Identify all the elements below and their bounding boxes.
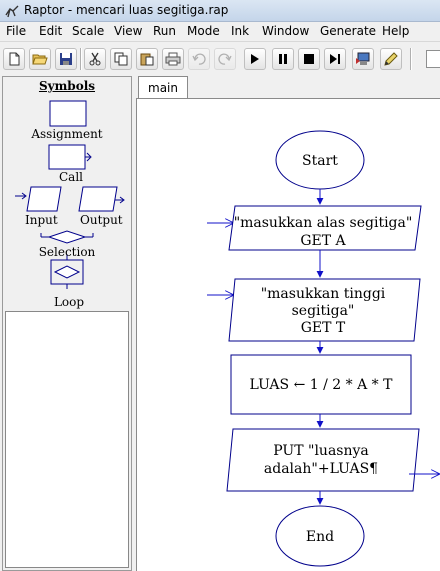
menu-window[interactable]: Window — [262, 24, 310, 38]
output-label: Output — [80, 213, 123, 227]
step-button[interactable] — [324, 48, 346, 70]
new-file-icon — [9, 52, 20, 66]
watch-button[interactable] — [352, 48, 374, 70]
save-disk-icon — [60, 53, 72, 65]
symbols-title: Symbols — [38, 79, 96, 93]
output-line1: PUT "luasnya — [273, 443, 369, 459]
redo-button[interactable] — [214, 48, 236, 70]
menu-ink[interactable]: Ink — [231, 24, 250, 38]
output-line2: adalah"+LUAS¶ — [264, 461, 378, 477]
input-masukkan-alas[interactable] — [228, 205, 422, 251]
assignment-text: LUAS ← 1 / 2 * A * T — [250, 377, 394, 393]
end-terminal[interactable] — [275, 505, 365, 567]
flowchart-canvas[interactable]: Start "masukkan alas segitiga" GET A "ma… — [136, 98, 440, 571]
menu-bar: File Edit Scale View Run Mode Ink Window… — [0, 22, 440, 42]
menu-view[interactable]: View — [114, 24, 143, 38]
paste-clipboard-icon — [140, 53, 154, 66]
output-put-luas[interactable] — [226, 428, 420, 492]
tab-main[interactable]: main — [138, 76, 188, 98]
input-masukkan-tinggi[interactable] — [228, 278, 421, 342]
title-bar: Raptor - mencari luas segitiga.rap — [0, 0, 440, 22]
selection-label: Selection — [38, 245, 96, 259]
raptor-app-icon — [5, 5, 19, 18]
input2-prompt-line1: "masukkan tinggi — [261, 286, 386, 302]
copy-button[interactable] — [110, 48, 132, 70]
toolbar-separator — [80, 48, 82, 70]
menu-help[interactable]: Help — [382, 24, 410, 38]
window-title: Raptor - mencari luas segitiga.rap — [24, 3, 229, 17]
open-folder-icon — [32, 54, 48, 65]
assignment-label: Assignment — [31, 127, 103, 141]
selection-symbol[interactable] — [40, 230, 94, 244]
variables-pane — [5, 311, 129, 568]
flowchart: Start "masukkan alas segitiga" GET A "ma… — [207, 130, 440, 567]
undo-icon — [192, 53, 206, 65]
new-button[interactable] — [3, 48, 25, 70]
stop-icon — [304, 54, 314, 64]
play-icon — [251, 54, 259, 64]
print-button[interactable] — [162, 48, 184, 70]
menu-file[interactable]: File — [6, 24, 27, 38]
undo-button[interactable] — [188, 48, 210, 70]
input-symbol[interactable] — [15, 186, 62, 212]
zoom-select[interactable] — [426, 50, 440, 68]
loop-label: Loop — [53, 295, 85, 309]
input1-get: GET A — [300, 233, 346, 249]
input2-get: GET T — [301, 320, 346, 336]
input2-prompt-line2: segitiga" — [292, 303, 355, 319]
copy-icon — [114, 52, 128, 66]
end-label: End — [306, 529, 334, 545]
pause-icon — [279, 54, 287, 64]
output-symbol[interactable] — [78, 186, 125, 212]
cut-button[interactable] — [84, 48, 106, 70]
menu-generate[interactable]: Generate — [320, 24, 377, 38]
redo-icon — [218, 53, 232, 65]
save-button[interactable] — [55, 48, 77, 70]
menu-edit[interactable]: Edit — [39, 24, 63, 38]
pen-button[interactable] — [380, 48, 402, 70]
call-symbol[interactable] — [48, 144, 92, 170]
open-button[interactable] — [29, 48, 51, 70]
toolbar-separator — [410, 48, 412, 70]
stop-button[interactable] — [298, 48, 320, 70]
assignment-symbol[interactable] — [49, 100, 87, 127]
toolbar — [0, 42, 440, 76]
computer-icon — [356, 52, 370, 65]
tab-strip: main — [136, 76, 440, 98]
assignment-luas[interactable] — [230, 354, 412, 415]
loop-symbol[interactable] — [50, 254, 84, 289]
input-label: Input — [25, 213, 58, 227]
pen-icon — [384, 52, 398, 66]
execute-button[interactable] — [244, 48, 266, 70]
menu-scale[interactable]: Scale — [72, 24, 105, 38]
symbols-panel: Symbols Assignment Call In — [2, 76, 132, 571]
printer-icon — [165, 52, 181, 66]
pause-button[interactable] — [272, 48, 294, 70]
symbols-shapes — [15, 100, 125, 289]
paste-button[interactable] — [136, 48, 158, 70]
call-label: Call — [58, 170, 83, 184]
scissors-icon — [89, 52, 101, 66]
menu-run[interactable]: Run — [153, 24, 177, 38]
input1-prompt: "masukkan alas segitiga" — [234, 215, 413, 231]
start-label: Start — [302, 153, 338, 169]
menu-mode[interactable]: Mode — [187, 24, 220, 38]
step-icon — [330, 54, 340, 64]
